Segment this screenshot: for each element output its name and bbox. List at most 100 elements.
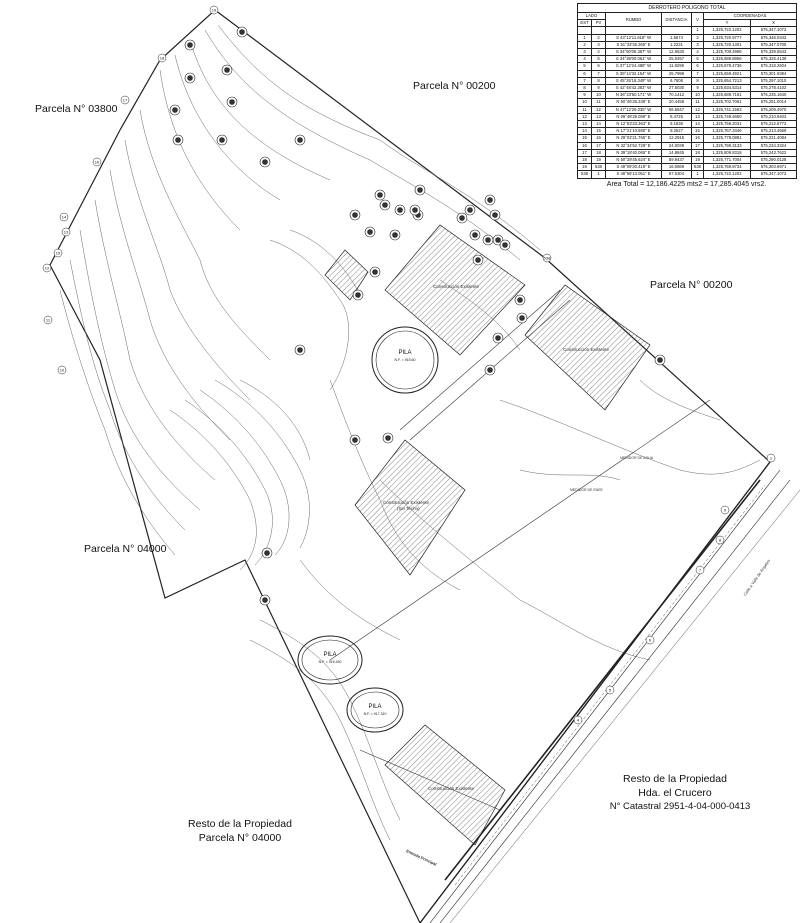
cell-distancia: 8.4725 xyxy=(661,112,692,122)
cell-pv: 2 xyxy=(591,33,606,42)
cell-distancia: 24.0039 xyxy=(661,141,692,150)
tree-icon xyxy=(369,266,381,278)
cell-y: 1,325,709.4986 xyxy=(703,48,751,57)
tree-icon xyxy=(364,226,376,238)
cell-distancia: 27.5030 xyxy=(661,84,692,93)
vertex-label: 4 xyxy=(577,718,580,723)
resto-left-line2: Parcela N° 04000 xyxy=(198,832,282,844)
vertex-label: 19 xyxy=(212,8,217,13)
cell-est: 11 xyxy=(577,105,592,114)
tree-icon xyxy=(259,156,271,168)
cell-v: 16 xyxy=(691,134,704,143)
tree-icon xyxy=(259,594,271,606)
cell-y: 1,325,689.7161 xyxy=(703,91,751,100)
cell-rumbo: S 42°48'42.383" W xyxy=(605,84,662,93)
vertex-marker: 10 xyxy=(57,365,67,375)
vertex-marker: 8 xyxy=(715,535,725,545)
property-boundary xyxy=(49,9,771,923)
tree-icon xyxy=(374,189,386,201)
cell-x: 575,347.1072 xyxy=(749,26,798,35)
pila-1-label: PILA xyxy=(398,350,412,356)
tree-icon xyxy=(472,254,484,266)
cell-pv: 3 xyxy=(591,40,606,50)
cell-est: 4 xyxy=(577,55,592,64)
cell-y: 1,325,702.7061 xyxy=(703,98,751,107)
construccion-4-label: Construcción Existente xyxy=(428,786,475,791)
cell-v: 1 xyxy=(691,170,704,179)
tank-3-outer xyxy=(346,687,404,733)
cell-pv: 16 xyxy=(591,134,606,143)
trees xyxy=(169,26,666,606)
cell-x: 575,346.0342 xyxy=(749,33,798,42)
cell-est: 13 xyxy=(577,120,592,129)
vertex-label: 14 xyxy=(62,215,67,220)
cell-distancia: 9.2527 xyxy=(661,127,692,136)
cell-est: 538 xyxy=(577,170,592,179)
cell-rumbo: S 49°09'30.418" E xyxy=(605,163,662,172)
cell-v: 19 xyxy=(691,156,704,165)
cell-est: 3 xyxy=(577,48,592,57)
cell-est: 15 xyxy=(577,134,592,143)
vertex-label: 8 xyxy=(719,538,722,543)
cell-distancia: 16.0869 xyxy=(661,163,692,172)
building-small xyxy=(324,249,369,301)
vertex-label: 12 xyxy=(45,266,50,271)
cell-rumbo: N 50°29'45.624" E xyxy=(605,156,662,165)
cell-y: 1,325,771.7004 xyxy=(703,156,751,165)
vertex-marker: 18 xyxy=(157,53,167,63)
cell-distancia: 6.7606 xyxy=(661,76,692,86)
vertex-marker: 7 xyxy=(695,565,705,575)
tree-icon xyxy=(261,547,273,559)
construccion-3-label: Construcción Existente xyxy=(383,500,430,505)
cell-pv: 1 xyxy=(591,170,606,179)
tree-icon xyxy=(349,209,361,221)
tree-icon xyxy=(654,354,666,366)
tree-icon xyxy=(294,344,306,356)
area-total: Area Total = 12,186.4225 mts2 = 17,285.4… xyxy=(606,180,767,188)
cell-rumbo: N 12°53'23.363" E xyxy=(605,120,662,129)
header-v: V xyxy=(691,11,704,28)
header-distancia: DISTANCIA xyxy=(661,11,692,28)
tree-icon xyxy=(484,194,496,206)
cell-v: 2 xyxy=(691,33,704,42)
cell-pv: 5 xyxy=(591,55,606,64)
tree-icon xyxy=(379,199,391,211)
cell-est: 19 xyxy=(577,163,592,172)
pila-3-label: PILA xyxy=(368,704,382,710)
cell-v: 9 xyxy=(691,84,704,93)
tree-icon xyxy=(414,184,426,196)
cell-x: 575,347.1072 xyxy=(749,170,798,179)
tree-icon xyxy=(184,39,196,51)
cell-distancia: 59.9437 xyxy=(661,156,692,165)
building-4 xyxy=(384,724,506,846)
pila-2-nf: N.F. = 915.430 xyxy=(318,660,342,664)
cell-rumbo: N 36°23'50.171" W xyxy=(605,91,662,100)
cell-est: 10 xyxy=(577,98,592,107)
tree-icon xyxy=(482,234,494,246)
vertex-marker: 9 xyxy=(720,505,730,515)
cell-pv: 12 xyxy=(591,105,606,114)
cell-y: 1,325,634.5314 xyxy=(703,84,751,93)
cell-est: 2 xyxy=(577,40,592,50)
cell-v: 3 xyxy=(691,40,704,50)
tree-icon xyxy=(464,204,476,216)
pila-2-label: PILA xyxy=(323,652,337,658)
tree-icon xyxy=(169,104,181,116)
vertex-marker: 13 xyxy=(61,227,71,237)
cell-distancia: 12.2915 xyxy=(661,134,692,143)
vertex-marker: 17 xyxy=(120,95,130,105)
cell-distancia: 12.6630 xyxy=(661,48,692,57)
building-2 xyxy=(524,284,651,411)
cell-est: 14 xyxy=(577,127,592,136)
cell-pv: 6 xyxy=(591,62,606,71)
cell-x: 575,278.4102 xyxy=(749,84,798,93)
cell-distancia: 57.5304 xyxy=(661,170,692,179)
tree-icon xyxy=(394,204,406,216)
cell-est: 5 xyxy=(577,62,592,71)
table-row: 1 1,325,722.1202 575,347.1072 xyxy=(577,26,798,35)
vertex-marker: 15 xyxy=(53,248,63,258)
